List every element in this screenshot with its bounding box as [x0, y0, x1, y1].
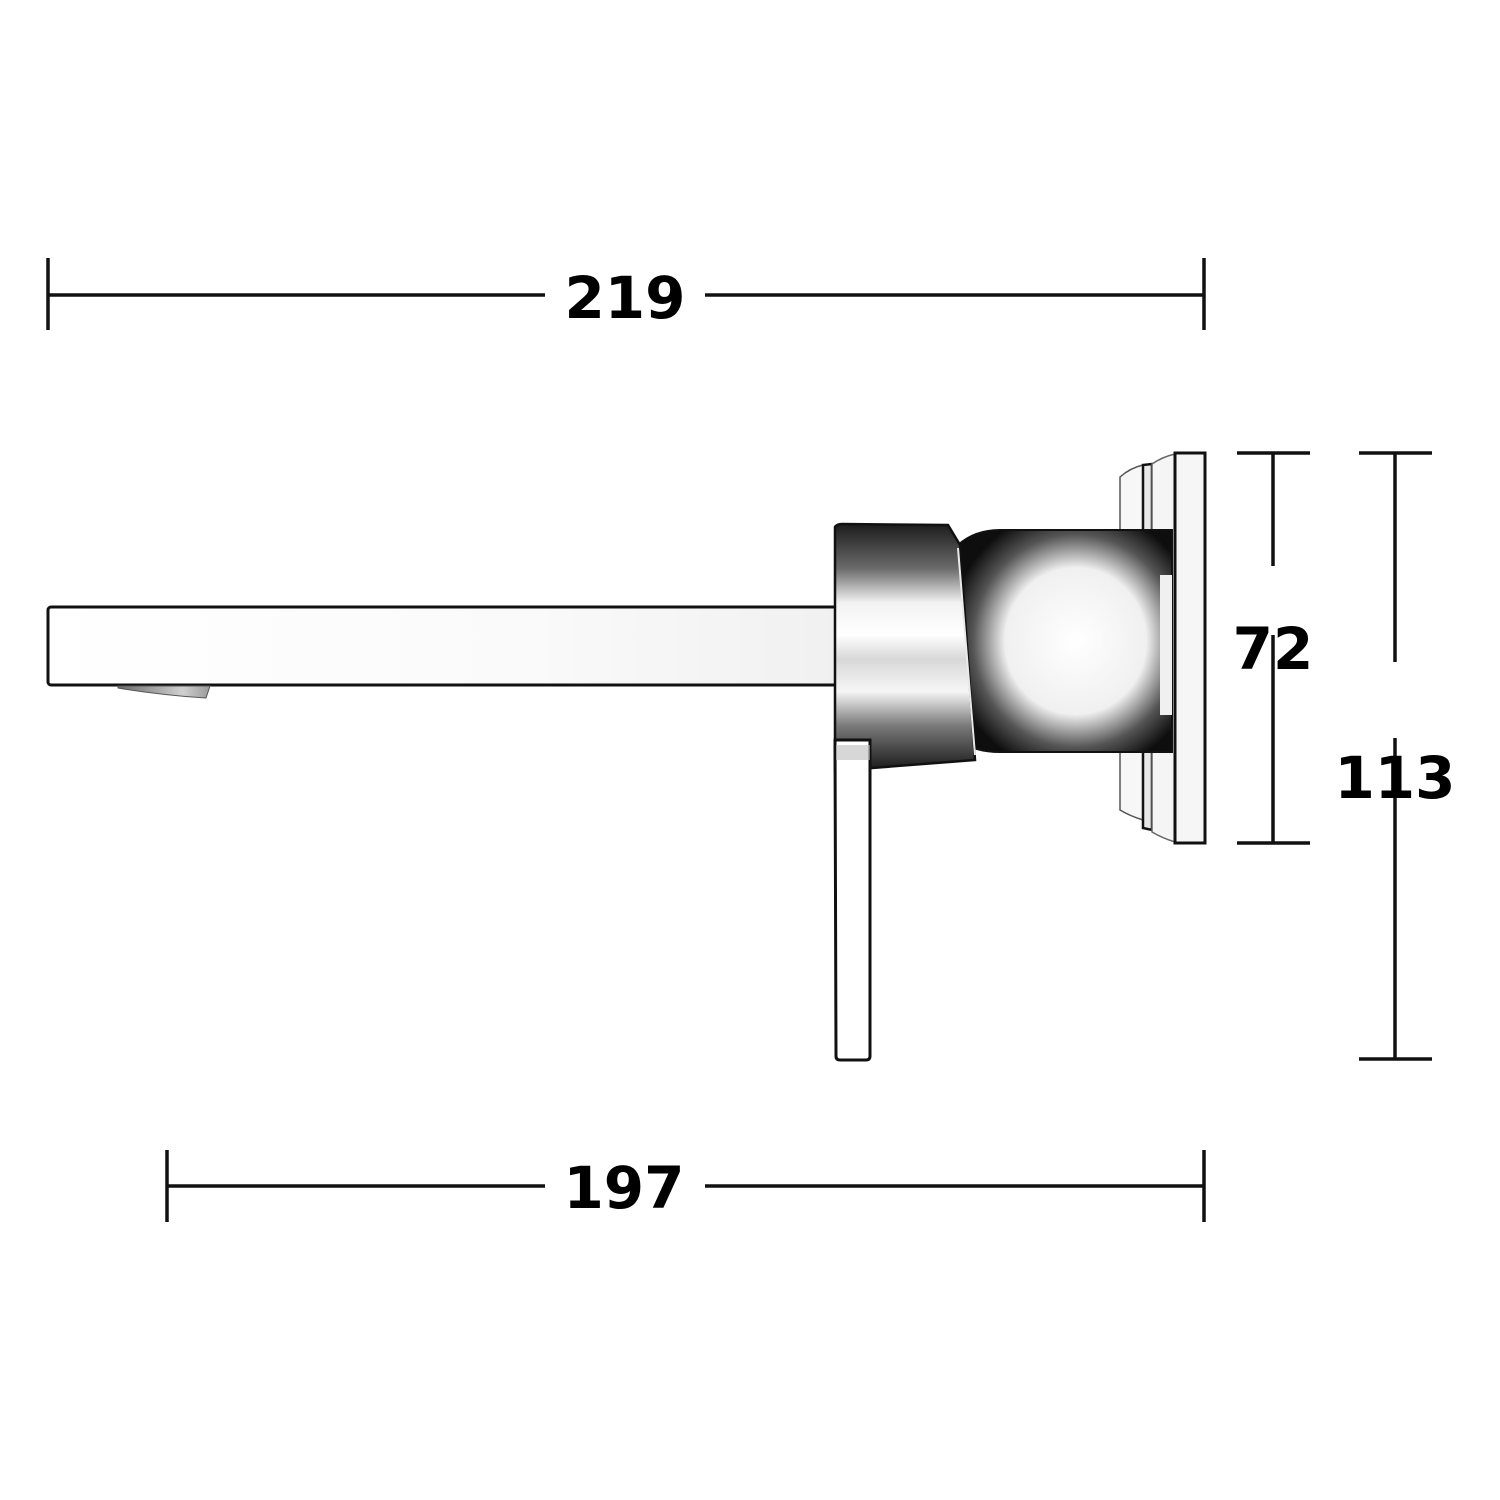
- faucet-illustration: [46, 451, 1207, 1062]
- dimension-spout-to-wall: 197: [165, 1150, 1206, 1222]
- dimension-overall-height: 113: [1334, 451, 1456, 1061]
- dimension-body-height: 72: [1233, 451, 1314, 845]
- dimension-overall-projection: 219: [46, 258, 1206, 332]
- dimension-label-197: 197: [563, 1154, 684, 1222]
- dimension-label-72: 72: [1233, 615, 1314, 683]
- mixer-body-front: [833, 522, 977, 772]
- dimension-label-113: 113: [1334, 744, 1455, 812]
- mixer-body-rear: [957, 529, 1173, 753]
- dimension-label-219: 219: [564, 264, 685, 332]
- spout: [46, 605, 850, 699]
- aerator: [117, 685, 211, 699]
- lever-handle[interactable]: [833, 738, 872, 1062]
